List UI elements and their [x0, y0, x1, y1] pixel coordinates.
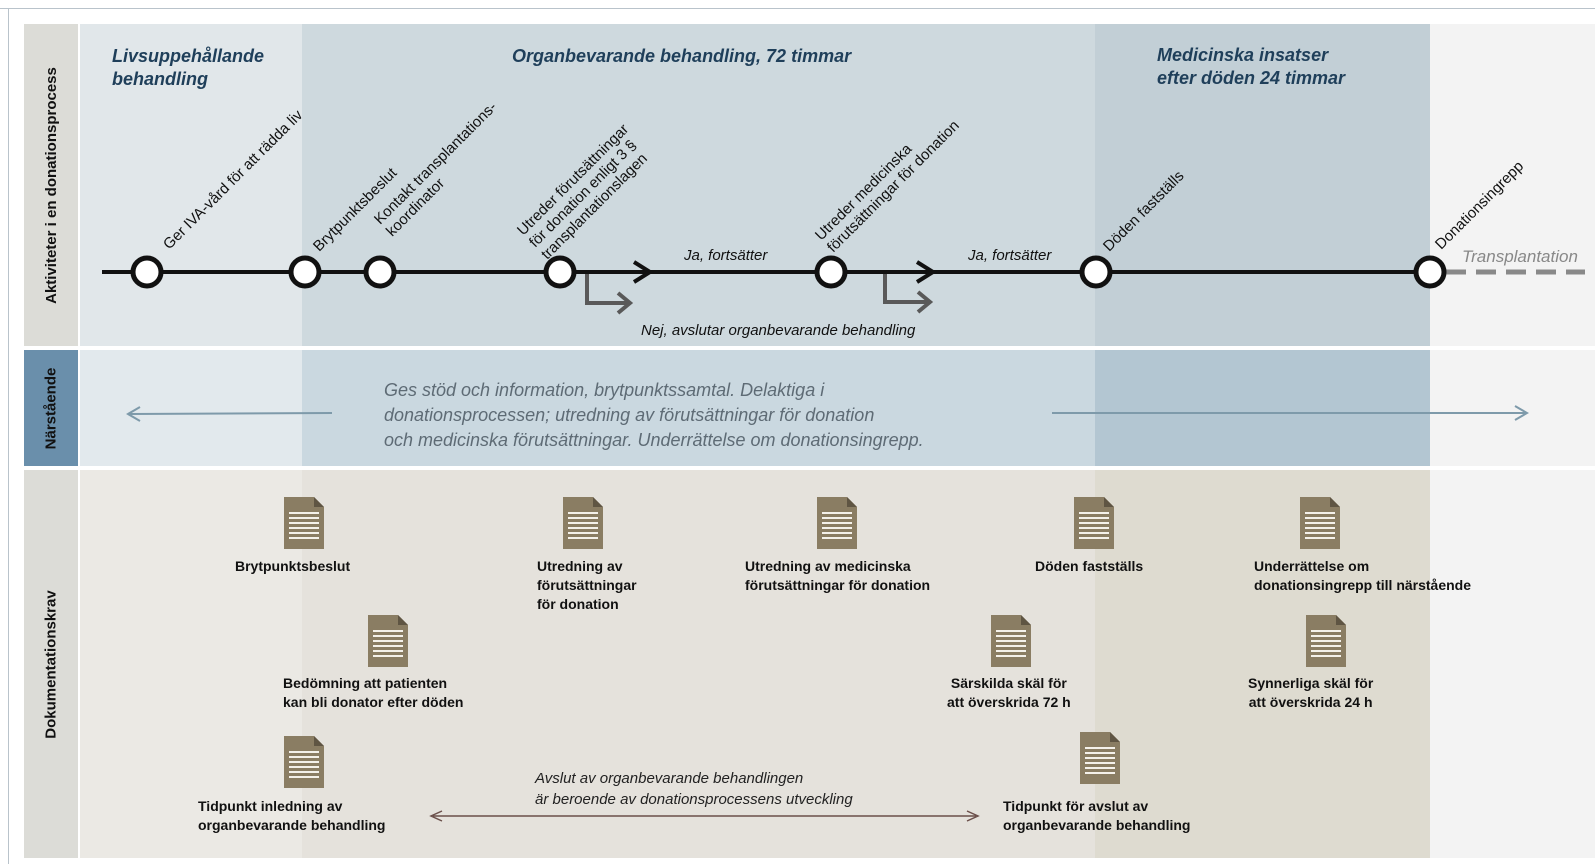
- after-death-zone: [1095, 24, 1430, 346]
- frame-left-line: [8, 8, 9, 864]
- milestone-node: [363, 255, 397, 289]
- doc-label-prerequisite-investigation: Utredning av förutsättningar för donatio…: [537, 558, 637, 612]
- row-label-activities: Aktiviteter i en donationsprocess: [24, 24, 78, 346]
- milestone-node: [1413, 255, 1447, 289]
- documentation-right-zone: [1095, 470, 1430, 858]
- relatives-description: Ges stöd och information, brytpunktssamt…: [384, 380, 924, 450]
- doc-label-exceptional-reasons-24h: Synnerliga skäl för att överskrida 24 h: [1248, 675, 1374, 710]
- doc-note-arrow-left-head: [429, 810, 443, 822]
- relatives-arrow-right-head: [1514, 405, 1529, 421]
- document-icon: [284, 497, 324, 549]
- documentation-transplant-zone: [1430, 470, 1595, 858]
- yes-arrow-1: [632, 260, 654, 284]
- doc-label-medical-investigation: Utredning av medicinska förutsättningar …: [745, 558, 931, 593]
- no-branch-arrow-1: [585, 274, 628, 305]
- relatives-transplant-zone: [1430, 350, 1595, 466]
- milestone-node: [814, 255, 848, 289]
- milestone-node: [543, 255, 577, 289]
- doc-label-death-determined: Döden fastställs: [1035, 558, 1144, 574]
- relatives-right-zone: [1095, 350, 1430, 466]
- phase-title-organ-preserving: Organbevarande behandling, 72 timmar: [512, 46, 852, 66]
- document-icon: [1074, 497, 1114, 549]
- flow-label-yes-1: Ja, fortsätter: [684, 247, 768, 264]
- doc-label-start-time: Tidpunkt inledning av organbevarande beh…: [198, 798, 386, 833]
- milestone-node: [130, 255, 164, 289]
- document-icon: [817, 497, 857, 549]
- document-icon: [284, 736, 324, 788]
- phase-title-life-sustaining: Livsuppehållande behandling: [112, 46, 265, 89]
- document-icon: [1300, 497, 1340, 549]
- flow-label-no: Nej, avslutar organbevarande behandling: [641, 322, 916, 339]
- phase-title-after-death: Medicinska insatser efter döden 24 timma…: [1157, 45, 1346, 88]
- flow-label-transplantation: Transplantation: [1462, 247, 1578, 266]
- document-icon: [1306, 615, 1346, 667]
- relatives-mid-zone: [302, 350, 1095, 466]
- document-icon: [1080, 732, 1120, 784]
- yes-arrow-2: [915, 260, 937, 284]
- row-label-documentation: Dokumentationskrav: [24, 470, 78, 858]
- document-icon: [368, 615, 408, 667]
- no-branch-arrow-2: [883, 274, 928, 304]
- doc-label-notification-relatives: Underrättelse om donationsingrepp till n…: [1254, 558, 1472, 593]
- document-icon: [563, 497, 603, 549]
- organ-preserving-zone: [302, 24, 1095, 346]
- documentation-mid-zone: [302, 470, 1095, 858]
- relatives-arrow-left: [129, 412, 333, 415]
- document-icon: [991, 615, 1031, 667]
- doc-label-special-reasons-72h: Särskilda skäl för att överskrida 72 h: [947, 675, 1071, 710]
- flow-label-yes-2: Ja, fortsätter: [968, 247, 1052, 264]
- doc-label-end-time: Tidpunkt för avslut av organbevarande be…: [1003, 798, 1191, 833]
- doc-label-donor-assessment: Bedömning att patienten kan bli donator …: [283, 675, 464, 710]
- doc-note-arrow-right-head: [966, 810, 980, 822]
- milestone-node: [288, 255, 322, 289]
- milestone-node: [1079, 255, 1113, 289]
- transplant-zone: [1430, 24, 1595, 346]
- relatives-arrow-left-head: [126, 406, 141, 422]
- row-label-relatives: Närstående: [24, 350, 78, 466]
- no-branch-arrow-1-head: [616, 291, 634, 315]
- doc-note: Avslut av organbevarande behandlingen är…: [535, 770, 853, 808]
- doc-label-breakpoint-decision: Brytpunktsbeslut: [235, 558, 351, 574]
- frame-top-line: [0, 8, 1595, 9]
- no-branch-arrow-2-head: [916, 290, 934, 314]
